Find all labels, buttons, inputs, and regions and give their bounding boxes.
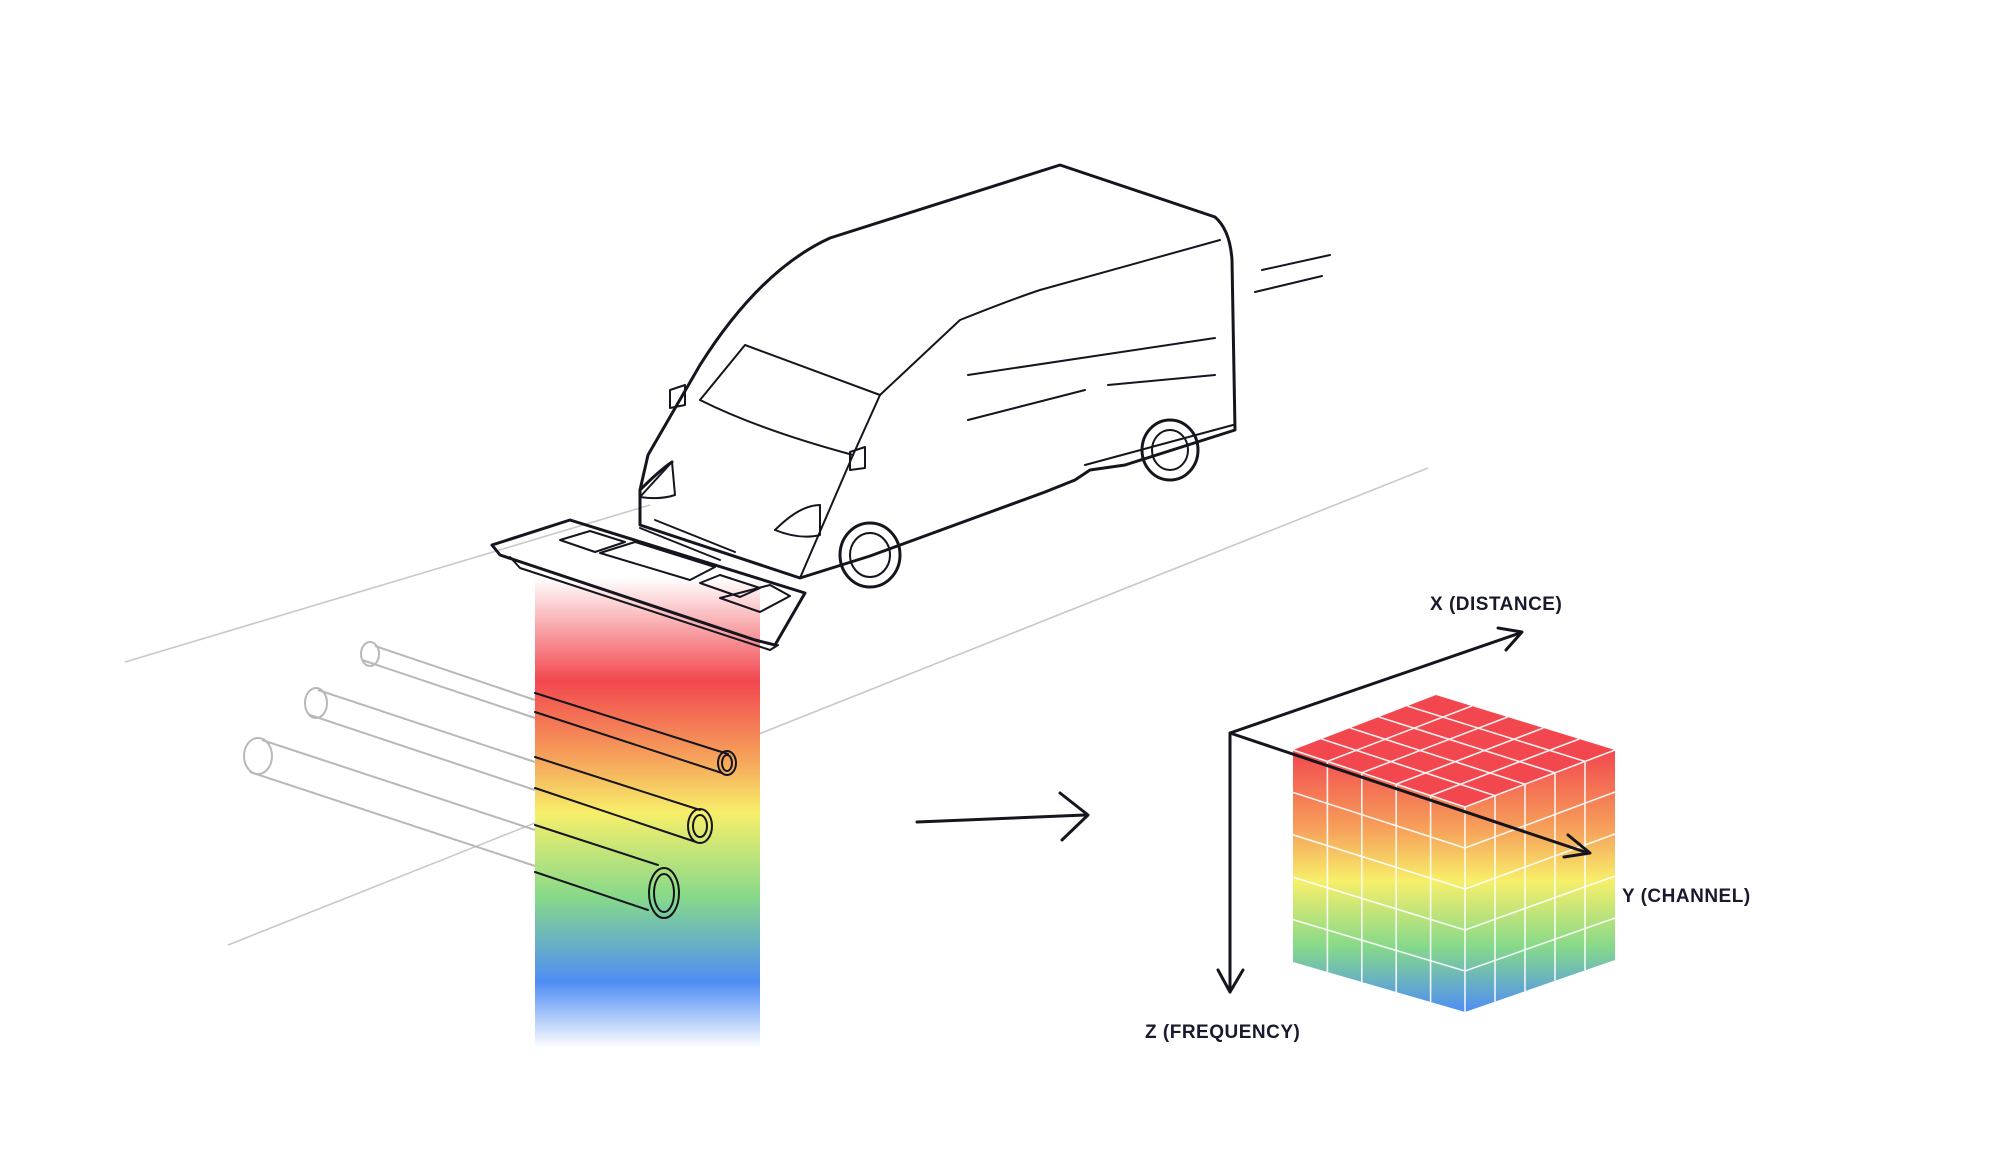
cube-grid-line	[1464, 791, 1616, 849]
cube-grid-line	[1361, 716, 1508, 774]
x-axis-label: X (DISTANCE)	[1430, 594, 1562, 615]
van-icon	[638, 163, 1331, 589]
cube-grid-line	[1464, 749, 1616, 808]
cube-grid-line	[1464, 875, 1616, 931]
cube-grid-line	[1292, 918, 1466, 972]
cube-grid-line	[1292, 749, 1466, 808]
z-axis-label: Z (FREQUENCY)	[1145, 1022, 1300, 1043]
cube-top-face	[1293, 695, 1615, 807]
cube-left-face	[1293, 750, 1465, 1012]
cube-grid-line	[1292, 834, 1466, 890]
right-arrow-icon	[915, 791, 1090, 842]
cube-grid-line	[1430, 738, 1580, 797]
scan-slice	[535, 578, 760, 1048]
cube-grid-line	[1378, 716, 1556, 774]
cube-right-face	[1465, 750, 1615, 1012]
cube-grid-line	[1407, 705, 1586, 763]
cube-grid-line	[1292, 876, 1466, 931]
buried-pipes-ghost	[243, 641, 536, 867]
axes	[1216, 626, 1592, 994]
cube-grid-line	[1395, 727, 1544, 785]
data-cube	[1292, 695, 1616, 1012]
cube-grid-line	[1349, 727, 1526, 785]
cube-grid-line	[1292, 791, 1466, 849]
cube-grid-line	[1327, 705, 1473, 763]
gpr-sensor-icon	[490, 518, 807, 651]
cube-grid-line	[1321, 738, 1496, 797]
cube-grid-line	[1464, 833, 1616, 890]
y-axis-label: Y (CHANNEL)	[1622, 886, 1751, 907]
road	[124, 467, 1429, 946]
buried-pipes	[534, 692, 737, 919]
cube-grid-line	[1464, 917, 1616, 972]
